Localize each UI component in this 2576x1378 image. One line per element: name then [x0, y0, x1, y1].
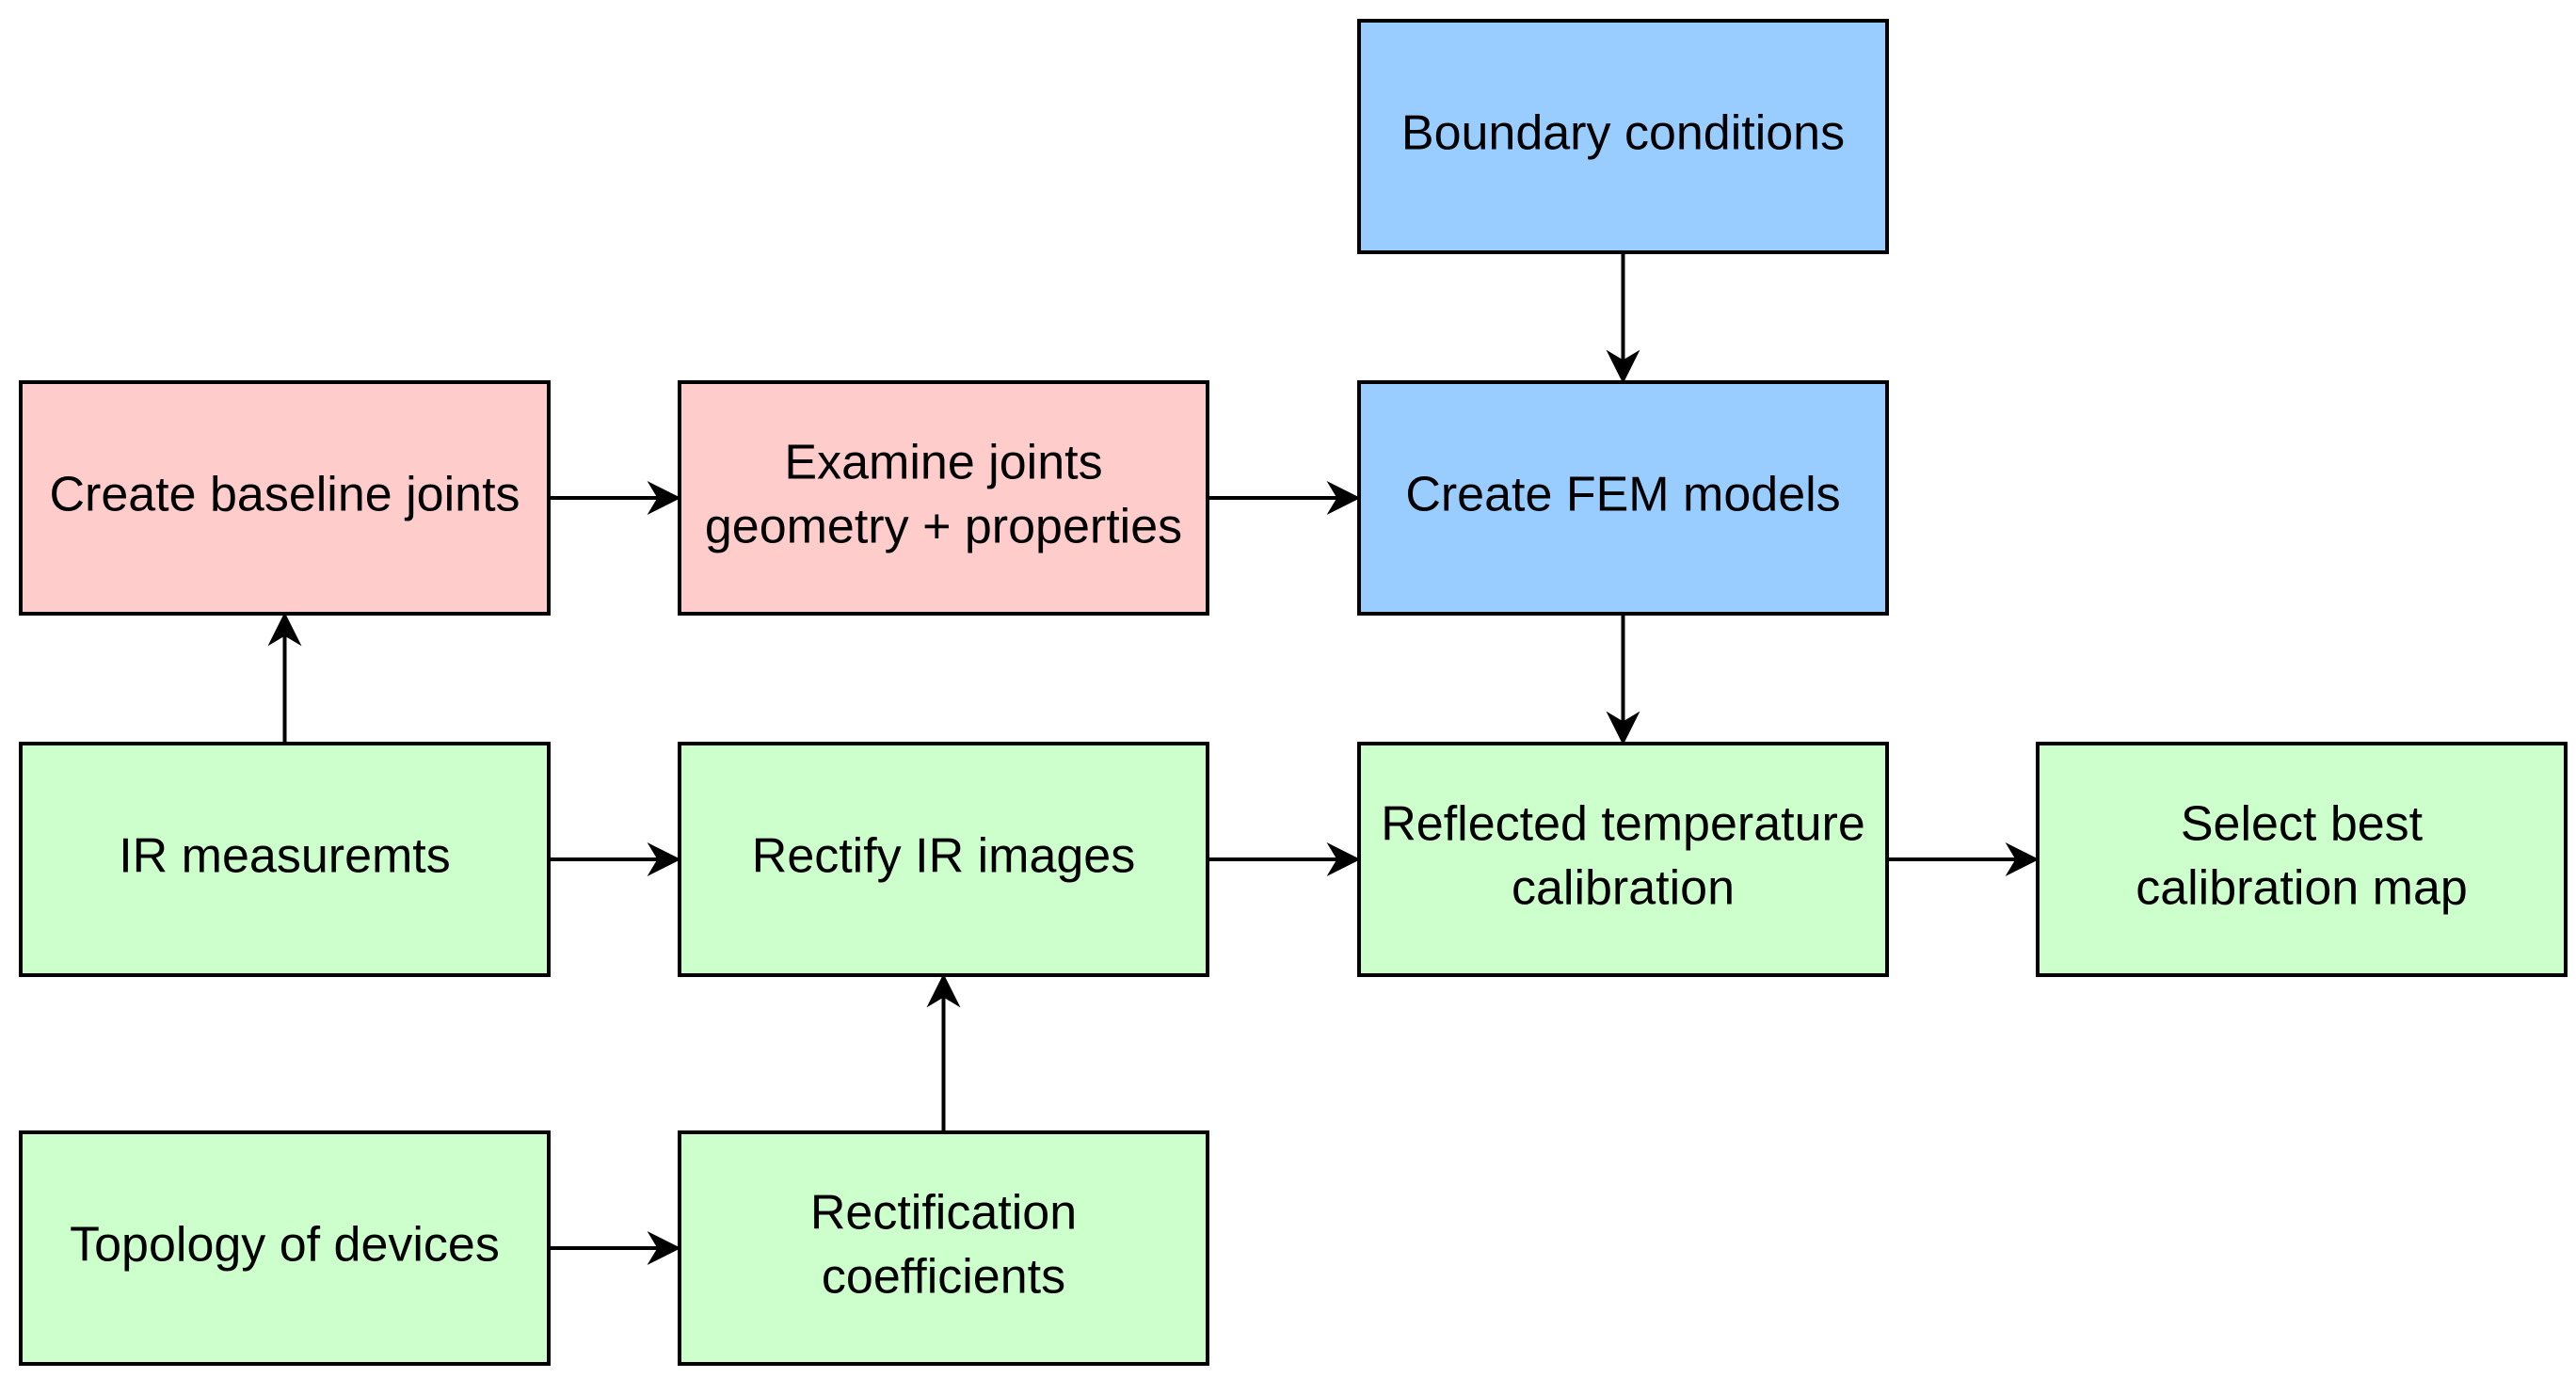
node-topology-box — [19, 1130, 551, 1366]
node-coeffs-label-line-1: Rectification — [810, 1186, 1077, 1241]
node-rectify-box — [678, 742, 1209, 977]
node-reflected-label-line-1: Reflected temperature — [1381, 797, 1865, 852]
node-reflected-label-line-2: calibration — [1512, 861, 1735, 916]
node-examine: Examine joints geometry + properties — [678, 380, 1209, 616]
node-boundary: Boundary conditions — [1357, 19, 1889, 254]
node-baseline-label-line-1: Create baseline joints — [49, 468, 520, 522]
node-coeffs-box — [678, 1130, 1209, 1366]
node-examine-label-line-2: geometry + properties — [705, 500, 1182, 554]
node-boundary-label-line-1: Boundary conditions — [1401, 106, 1845, 161]
node-examine-box — [678, 380, 1209, 616]
node-ir: IR measuremts — [19, 742, 551, 977]
node-reflected-box — [1357, 742, 1889, 977]
node-fem: Create FEM models — [1357, 380, 1889, 616]
node-reflected: Reflected temperature calibration — [1357, 742, 1889, 977]
node-examine-label-line-1: Examine joints — [784, 436, 1102, 490]
node-select: Select best calibration map — [2036, 742, 2568, 977]
edges-layer — [267, 252, 2040, 1265]
node-coeffs: Rectification coefficients — [678, 1130, 1209, 1366]
node-fem-label-line-1: Create FEM models — [1405, 468, 1840, 522]
node-fem-box — [1357, 380, 1889, 616]
node-topology-label-line-1: Topology of devices — [70, 1218, 500, 1273]
node-select-box — [2036, 742, 2568, 977]
node-rectify-label-line-1: Rectify IR images — [752, 829, 1135, 884]
node-baseline: Create baseline joints — [19, 380, 551, 616]
node-ir-label-line-1: IR measuremts — [119, 829, 451, 884]
node-rectify: Rectify IR images — [678, 742, 1209, 977]
node-select-label-line-2: calibration map — [2136, 861, 2468, 916]
node-ir-box — [19, 742, 551, 977]
node-coeffs-label-line-2: coefficients — [822, 1250, 1065, 1305]
node-baseline-box — [19, 380, 551, 616]
node-topology: Topology of devices — [19, 1130, 551, 1366]
node-select-label-line-1: Select best — [2181, 797, 2424, 852]
node-boundary-box — [1357, 19, 1889, 254]
